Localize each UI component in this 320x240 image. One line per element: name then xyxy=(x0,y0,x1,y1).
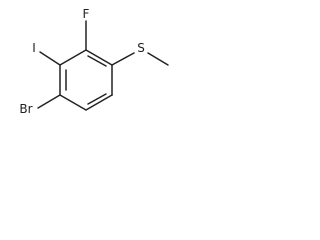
bromine-label: Br xyxy=(19,102,32,116)
bromine-bond xyxy=(37,94,61,109)
ring-bond-bottom-left xyxy=(59,94,87,111)
canvas-background xyxy=(0,0,191,137)
fluorine-label: F xyxy=(83,7,90,21)
molecule-structure: F I S Br xyxy=(0,0,191,137)
iodine-label: I xyxy=(32,41,36,55)
methyl-bond xyxy=(147,52,169,66)
iodine-bond xyxy=(39,51,61,66)
sulfur-label: S xyxy=(137,41,145,55)
double-bond-inner-top-right xyxy=(87,55,107,67)
ring-bond-bottom-right xyxy=(85,94,113,111)
ring-bond-top-right xyxy=(85,49,113,66)
double-bond-inner-bottom-right xyxy=(87,93,107,105)
sulfur-bond xyxy=(111,52,135,66)
ring-bond-top-left xyxy=(59,49,87,66)
